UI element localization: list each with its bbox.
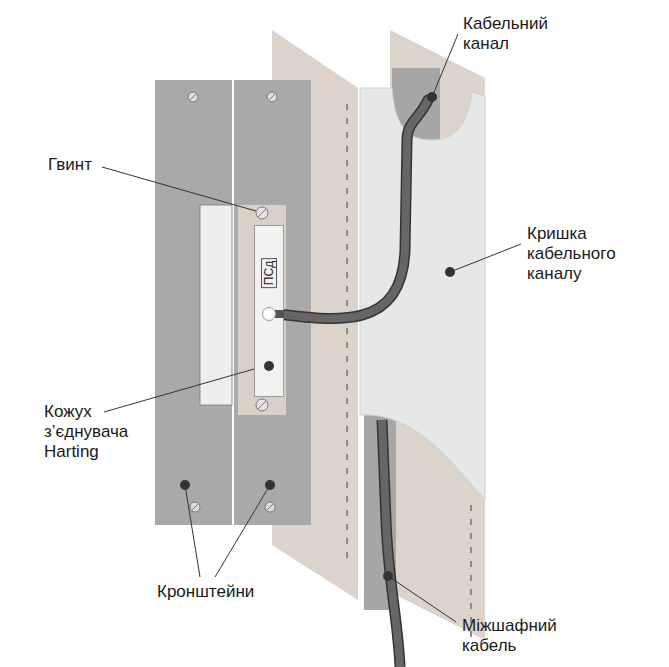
part-label: Міжшафний кабель — [462, 616, 567, 656]
perforation — [470, 519, 472, 525]
perforation — [346, 244, 348, 250]
leader-dot — [427, 92, 437, 102]
screw — [190, 502, 200, 512]
screw — [256, 399, 268, 411]
leader-line — [388, 576, 456, 622]
perforation — [346, 230, 348, 236]
perforation — [346, 412, 348, 418]
cable — [382, 420, 400, 667]
screw — [265, 502, 275, 512]
connector-base — [238, 205, 286, 415]
perforation — [346, 258, 348, 264]
leader-dots — [180, 92, 455, 581]
bracket — [234, 80, 311, 525]
cable-end — [262, 307, 276, 321]
perforation — [470, 603, 472, 609]
leader-dot — [265, 480, 275, 490]
perforation — [346, 104, 348, 110]
leader-line — [104, 365, 268, 412]
perforation — [346, 454, 348, 460]
leader-dot — [264, 361, 274, 371]
screw — [188, 92, 198, 102]
perforation — [346, 118, 348, 124]
perforation — [346, 174, 348, 180]
perforation — [346, 146, 348, 152]
perforation — [346, 510, 348, 516]
leader-dot — [383, 571, 393, 581]
perforation — [470, 533, 472, 539]
perforation — [346, 132, 348, 138]
perforation — [470, 505, 472, 511]
leader-dot — [445, 267, 455, 277]
connector-housing: ПСд — [254, 225, 284, 397]
cable — [270, 100, 428, 318]
perforation — [346, 426, 348, 432]
part-label: Гвинт — [48, 155, 128, 175]
cable — [270, 100, 428, 318]
perforation — [346, 272, 348, 278]
perforation — [346, 496, 348, 502]
leader-line — [215, 485, 270, 577]
perforation — [346, 160, 348, 166]
cable — [382, 420, 400, 667]
leader-lines — [102, 34, 521, 622]
perforation — [346, 370, 348, 376]
perforation — [346, 286, 348, 292]
perforation — [346, 202, 348, 208]
perforation — [346, 342, 348, 348]
leader-line — [432, 34, 458, 97]
perforation — [346, 552, 348, 558]
leader-line — [102, 167, 256, 211]
leader-dot — [180, 480, 190, 490]
perforation — [470, 589, 472, 595]
perforation — [346, 482, 348, 488]
perforation — [470, 561, 472, 567]
perforation — [346, 328, 348, 334]
slot — [200, 205, 232, 405]
perforation — [470, 575, 472, 581]
part-label: Кабельний канал — [463, 14, 563, 54]
screw — [256, 207, 268, 219]
connector-marking: ПСд — [261, 258, 277, 288]
perforation — [346, 356, 348, 362]
perforation — [470, 547, 472, 553]
perforation — [346, 300, 348, 306]
part-label: Кожух з’єднувача Harting — [44, 402, 144, 462]
perforation — [346, 440, 348, 446]
leader-line — [185, 485, 200, 577]
bracket — [155, 80, 232, 525]
leader-line — [450, 244, 521, 272]
perforation — [346, 216, 348, 222]
perforation — [346, 398, 348, 404]
screw — [267, 92, 277, 102]
perforation — [346, 384, 348, 390]
perforation — [346, 188, 348, 194]
part-label: Кронштейни — [157, 582, 287, 602]
perforation — [346, 538, 348, 544]
perforation — [346, 524, 348, 530]
part-label: Кришка кабельного каналу — [527, 224, 627, 284]
perforation — [346, 468, 348, 474]
